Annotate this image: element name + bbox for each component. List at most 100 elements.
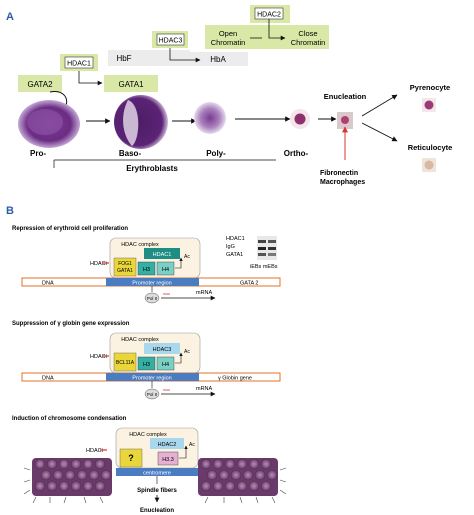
- fibronectin-line2: Macrophages: [320, 179, 365, 186]
- blot-band-4: [268, 247, 276, 250]
- enucleation-label: Enucleation: [324, 92, 367, 101]
- section1-partner-box: [113, 257, 137, 277]
- section2-ac-label: Ac: [184, 349, 190, 355]
- section2-complex-label: HDAC complex: [121, 337, 159, 343]
- section2-promoter-label: Promoter region: [132, 376, 171, 382]
- section2-promoter-bar: [106, 373, 199, 381]
- section1-dna-label: DNA: [42, 281, 54, 287]
- reticulocyte-cell: [424, 160, 434, 170]
- section1-h4-box: [156, 261, 175, 276]
- open-chromatin-line1: Open: [219, 29, 237, 38]
- section1-pol-circle: [144, 292, 160, 304]
- open-chromatin-line2: Chromatin: [211, 38, 246, 47]
- section2-dna-label: DNA: [42, 376, 54, 382]
- hbf-hba-arrow: [169, 48, 201, 63]
- section2-title: Suppression of γ globin gene expression: [12, 321, 130, 327]
- hdac3-box: [156, 33, 185, 46]
- hba-box: [176, 52, 248, 66]
- to-pyrenocyte-arrow: [361, 94, 398, 117]
- hdac3-label: HDAC3: [159, 38, 183, 45]
- polychromatic-cell: [194, 102, 226, 134]
- blot-band-6: [268, 253, 276, 256]
- section3-title: Induction of chromosome condensation: [12, 416, 127, 422]
- stage-baso: Baso-: [119, 149, 142, 158]
- section2-ac-arrow: [175, 352, 183, 364]
- blot-band-1: [258, 240, 266, 243]
- blot-band-5: [258, 253, 266, 256]
- hba-label: HbA: [210, 55, 226, 64]
- to-reticulocyte-arrow: [361, 122, 398, 142]
- basophilic-cell: [114, 95, 168, 149]
- section1-partner-1: FOG1: [118, 261, 132, 267]
- section1-hdac-box: [144, 248, 180, 259]
- hdac2-label: HDAC2: [257, 12, 281, 19]
- section1-h4-label: H4: [162, 267, 169, 273]
- section3-partner-1: ?: [128, 453, 134, 463]
- section2-gene-label: γ Globin gene: [218, 376, 252, 382]
- stage-ortho: Ortho-: [284, 149, 309, 158]
- section3-ac-arrow: [179, 445, 188, 459]
- blot-band-3: [258, 247, 266, 250]
- reticulocyte-label: Reticulocyte: [408, 143, 453, 152]
- section1-gene-label: GATA 2: [240, 281, 258, 287]
- close-chromatin-line1: Close: [298, 29, 317, 38]
- section1-h3-box: [137, 261, 156, 276]
- section2-partner-1: BCL11A: [116, 360, 135, 366]
- hdac1-label: HDAC1: [67, 61, 91, 68]
- section2-pol-label: Pol II: [147, 392, 157, 397]
- section2-hdac-label: HDAC3: [153, 347, 172, 353]
- section1-pol-label: Pol II: [147, 296, 157, 301]
- section2-h3-label: H3: [143, 362, 150, 368]
- section3-partner-box: [119, 448, 143, 468]
- section1-title: Repression of erythroid cell proliferati…: [12, 226, 128, 232]
- section3-h33-label: H3.3: [162, 457, 174, 463]
- left-chromatin-cluster: [23, 458, 112, 504]
- right-chromatin-cluster: [198, 458, 287, 504]
- erythroblasts-bracket: [53, 159, 276, 168]
- hbf-box: [108, 50, 190, 66]
- section3-enucleation-label: Enucleation: [140, 508, 174, 514]
- section3-hdac-label: HDAC2: [158, 442, 177, 448]
- pyrenocyte-cell: [424, 100, 434, 110]
- gata-switch-arrow: [78, 71, 103, 86]
- gata1-label: GATA1: [118, 80, 144, 89]
- gata2-box: [18, 75, 62, 92]
- section2-hdac-box: [144, 343, 180, 354]
- chromatin-box: [205, 25, 329, 49]
- blot-label-igg: IgG: [226, 244, 235, 250]
- section1-promoter-bar: [106, 278, 199, 286]
- section2-pol-circle: [144, 388, 160, 400]
- hdac1-box: [64, 56, 94, 69]
- stage-pro: Pro-: [30, 149, 46, 158]
- section1-partner-2: GATA1: [117, 268, 133, 274]
- section2-h4-label: H4: [162, 362, 169, 368]
- section1-complex-label: HDAC complex: [121, 242, 159, 248]
- section3-centromere-bar: [116, 468, 198, 476]
- basophilic-cytoplasm: [123, 100, 139, 146]
- section1-ac-arrow: [175, 257, 183, 269]
- blot-label-hdac1: HDAC1: [226, 236, 245, 242]
- open-close-arrow: [268, 19, 286, 41]
- enucleating-cell-nucleus: [341, 116, 349, 124]
- erythroblasts-label: Erythroblasts: [126, 164, 178, 173]
- blot-label-gata1: GATA1: [226, 252, 243, 258]
- section1-hdac-label: HDAC1: [153, 252, 172, 258]
- section2-h3-box: [137, 356, 156, 371]
- section1-promoter-label: Promoter region: [132, 281, 171, 287]
- orthochromatic-nucleus: [294, 113, 306, 125]
- section1-h3-label: H3: [143, 267, 150, 273]
- section3-hdac-box: [150, 438, 184, 449]
- blot-caption: iEBs mEBs: [250, 264, 278, 270]
- fibronectin-line1: Fibronectin: [320, 170, 358, 177]
- pyrenocyte-label: Pyrenocyte: [410, 83, 450, 92]
- section3-spindle-label: Spindle fibers: [137, 488, 177, 494]
- gata2-label: GATA2: [27, 80, 53, 89]
- section1-ac-label: Ac: [184, 254, 190, 260]
- hbf-label: HbF: [116, 54, 131, 63]
- close-chromatin-line2: Chromatin: [291, 38, 326, 47]
- section2-hdaci-label: HDACi: [90, 354, 107, 360]
- section3-complex-label: HDAC complex: [129, 432, 167, 438]
- section2-partner-box: [113, 352, 137, 372]
- proerythroblast-nucleus: [27, 109, 63, 135]
